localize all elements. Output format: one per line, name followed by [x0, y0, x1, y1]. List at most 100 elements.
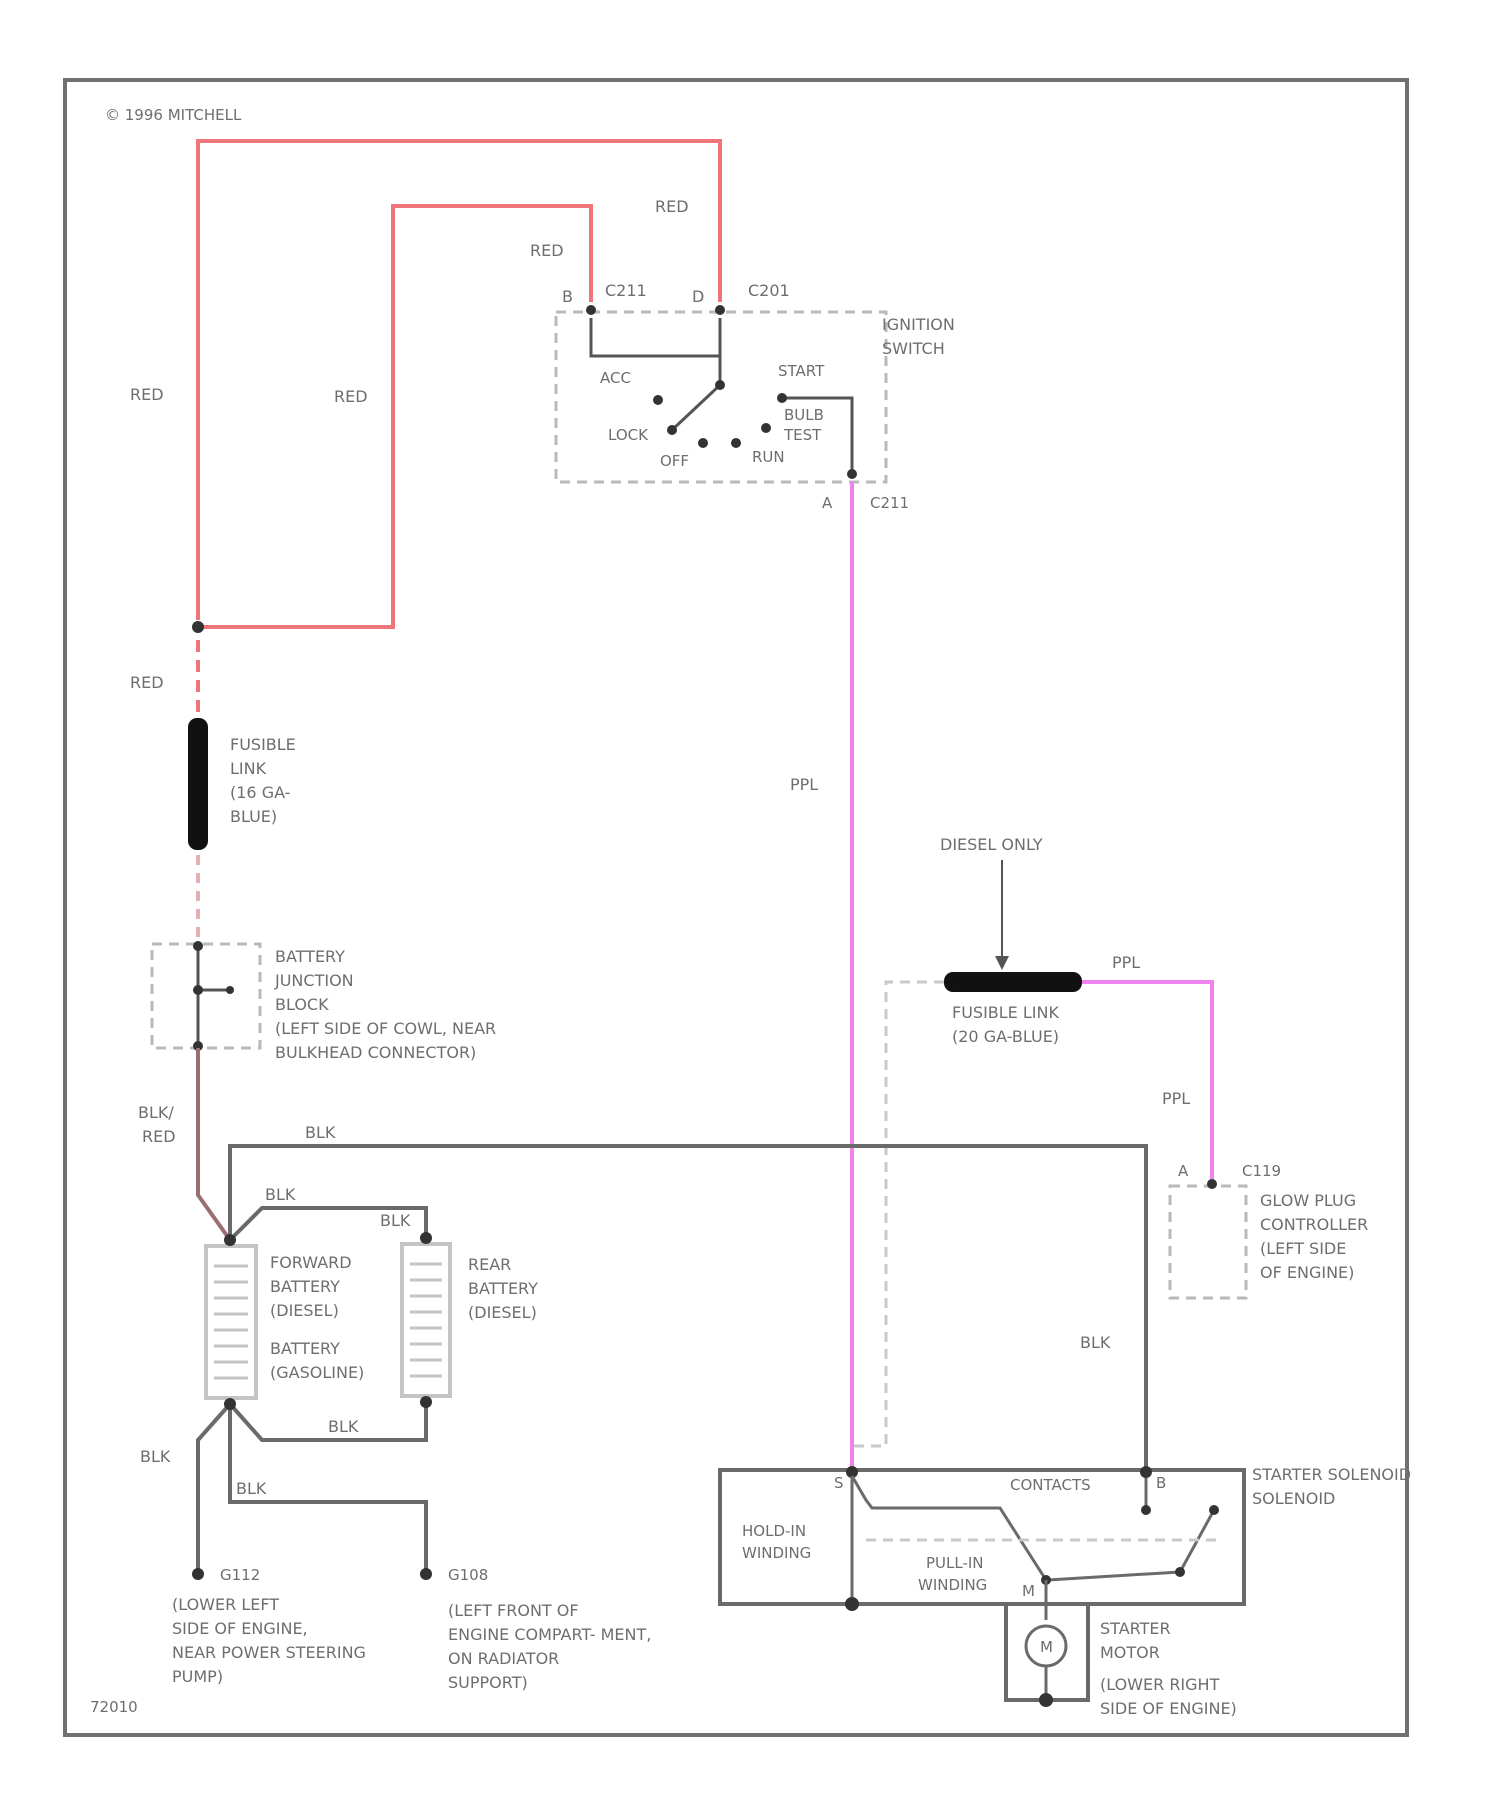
blk-label-d: BLK — [140, 1447, 171, 1466]
blk-label-top: BLK — [305, 1123, 336, 1142]
blk-label-right: BLK — [1080, 1333, 1111, 1352]
black-wires — [198, 1146, 1146, 1570]
glow-plug-label: GLOW PLUG — [1260, 1191, 1356, 1210]
forward-battery — [206, 1246, 256, 1398]
diesel-pointer-head — [995, 956, 1009, 970]
junction-terminal — [226, 986, 234, 994]
starter-motor-label: (LOWER RIGHT — [1100, 1675, 1220, 1694]
forward-battery-label: FORWARD — [270, 1253, 352, 1272]
junction-label-line: BATTERY — [275, 947, 345, 966]
ignition-terminal-d — [715, 305, 725, 315]
blk-wire-top — [230, 1146, 1146, 1470]
junction-terminal — [193, 941, 203, 951]
ground-g112-label: (LOWER LEFT — [172, 1595, 279, 1614]
glow-plug-label: (LEFT SIDE — [1260, 1239, 1346, 1258]
blk-wire-g112 — [198, 1404, 230, 1570]
pull-in-winding-label: PULL-IN — [926, 1554, 984, 1572]
ground-g108-label: ENGINE COMPART- MENT, — [448, 1625, 651, 1644]
junction-label-line: BULKHEAD CONNECTOR) — [275, 1043, 476, 1062]
starter-solenoid-label: SOLENOID — [1252, 1489, 1335, 1508]
solenoid-terminal-s-label: S — [834, 1474, 844, 1492]
ground-g108-label: (LEFT FRONT OF — [448, 1601, 579, 1620]
solenoid-terminal-b-label: B — [1156, 1474, 1166, 1492]
diesel-dashed-lead — [852, 982, 944, 1446]
solenoid-contact — [1209, 1505, 1219, 1515]
solenoid-ground — [845, 1597, 859, 1611]
blk-label-e: BLK — [236, 1479, 267, 1498]
battery-junction-label: BATTERY JUNCTION BLOCK (LEFT SIDE OF COW… — [274, 947, 496, 1062]
blk-red-label-1: BLK/ — [138, 1103, 174, 1122]
ground-g112-id: G112 — [220, 1566, 260, 1584]
fusible-link-1-line: LINK — [230, 759, 267, 778]
gasoline-battery-label: (GASOLINE) — [270, 1363, 364, 1382]
ground-g112-label: PUMP) — [172, 1667, 223, 1686]
ignition-switch-internals — [591, 318, 852, 470]
glow-plug-terminal — [1207, 1179, 1217, 1189]
hold-in-winding-label: HOLD-IN — [742, 1522, 806, 1540]
position-run: RUN — [752, 448, 785, 466]
position-bulb-test: TEST — [783, 426, 822, 444]
ground-g108-label: ON RADIATOR — [448, 1649, 559, 1668]
fusible-link-2 — [944, 972, 1082, 992]
diesel-only-note: DIESEL ONLY — [940, 835, 1043, 854]
copyright: © 1996 MITCHELL — [105, 106, 242, 124]
ignition-terminal-a-label: A — [822, 494, 833, 512]
fusible-link-1-line: BLUE) — [230, 807, 277, 826]
position-bulb-test: BULB — [784, 406, 824, 424]
rear-battery-neg — [420, 1396, 432, 1408]
forward-battery-label: BATTERY — [270, 1277, 340, 1296]
blk-label-b: BLK — [380, 1211, 411, 1230]
glow-plug-label: OF ENGINE) — [1260, 1263, 1354, 1282]
ground-g112-label: SIDE OF ENGINE, — [172, 1619, 308, 1638]
blk-label-c: BLK — [328, 1417, 359, 1436]
rear-battery-label: (DIESEL) — [468, 1303, 537, 1322]
fusible-link-1-label: FUSIBLE LINK (16 GA- BLUE) — [230, 735, 296, 826]
solenoid-terminal-m-label: M — [1022, 1582, 1035, 1600]
position-off: OFF — [660, 452, 689, 470]
rear-battery-label: BATTERY — [468, 1279, 538, 1298]
forward-battery-pos — [224, 1234, 236, 1246]
forward-battery-neg — [224, 1398, 236, 1410]
gasoline-battery-label: BATTERY — [270, 1339, 340, 1358]
position-acc: ACC — [600, 369, 631, 387]
starter-motor-m: M — [1040, 1638, 1053, 1656]
ignition-connector-label: C211 — [605, 281, 647, 300]
pull-in-winding-label: WINDING — [918, 1576, 987, 1594]
position-start: START — [778, 362, 825, 380]
ignition-switch-label: IGNITION — [882, 315, 955, 334]
glow-plug-label: CONTROLLER — [1260, 1215, 1368, 1234]
battery-junction-block — [152, 944, 260, 1048]
hold-in-winding-label: WINDING — [742, 1544, 811, 1562]
junction-label-line: BLOCK — [275, 995, 329, 1014]
glow-plug-terminal-label: A — [1178, 1162, 1189, 1180]
ppl-label-glow: PPL — [1162, 1089, 1190, 1108]
position-lock: LOCK — [608, 426, 649, 444]
ground-g108 — [420, 1568, 432, 1580]
ppl-label-fuse: PPL — [1112, 953, 1140, 972]
ppl-label-vertical: PPL — [790, 775, 818, 794]
red-wire-outer — [198, 141, 720, 620]
red-label-upper: RED — [530, 241, 564, 260]
forward-battery-label: (DIESEL) — [270, 1301, 339, 1320]
blk-label-a: BLK — [265, 1185, 296, 1204]
glow-plug-connector-label: C119 — [1242, 1162, 1281, 1180]
ignition-terminal-d-label: D — [692, 287, 704, 306]
junction-label-line: JUNCTION — [274, 971, 354, 990]
red-label-left: RED — [130, 385, 164, 404]
ignition-switch-label: SWITCH — [882, 339, 945, 358]
red-label-mid: RED — [334, 387, 368, 406]
rear-battery — [402, 1244, 450, 1396]
junction-label-line: (LEFT SIDE OF COWL, NEAR — [275, 1019, 496, 1038]
solenoid-contact — [1175, 1567, 1185, 1577]
starter-motor-ground — [1039, 1693, 1053, 1707]
blk-red-label-2: RED — [142, 1127, 176, 1146]
fusible-link-1-line: FUSIBLE — [230, 735, 296, 754]
fusible-link-2-label: (20 GA-BLUE) — [952, 1027, 1059, 1046]
glow-plug-controller — [1170, 1186, 1246, 1298]
red-wire-inner — [200, 206, 591, 627]
ignition-terminal-b-label: B — [562, 287, 573, 306]
red-wire-splice — [192, 621, 204, 633]
ground-g108-label: SUPPORT) — [448, 1673, 528, 1692]
ground-g108-id: G108 — [448, 1566, 488, 1584]
